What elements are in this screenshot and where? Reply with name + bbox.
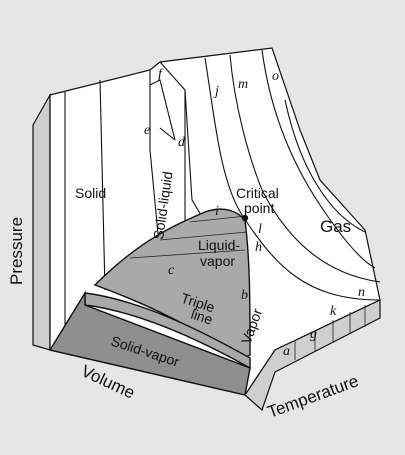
temperature-axis-label: Temperature bbox=[265, 371, 361, 421]
tie-line-1 bbox=[129, 249, 246, 259]
point-c: c bbox=[168, 263, 175, 278]
point-a: a bbox=[283, 344, 290, 359]
tie-line-2 bbox=[159, 231, 248, 241]
solid-vapor-region bbox=[48, 290, 251, 396]
solid-liquid-left bbox=[149, 70, 161, 256]
pressure-wall bbox=[32, 92, 51, 351]
tie-line-3 bbox=[189, 215, 247, 223]
liquid-vapor-label-1: Liquid- bbox=[198, 237, 240, 253]
point-h: h bbox=[255, 240, 262, 255]
point-g: g bbox=[310, 327, 317, 342]
point-f: f bbox=[158, 67, 164, 82]
isotherm-o bbox=[261, 49, 376, 269]
point-j: j bbox=[213, 84, 219, 99]
point-m: m bbox=[238, 77, 248, 92]
point-d: d bbox=[178, 135, 186, 150]
isotherm-e-d bbox=[159, 127, 176, 141]
point-l: l bbox=[258, 222, 262, 237]
isotherm-j bbox=[204, 57, 381, 301]
point-e: e bbox=[144, 123, 150, 138]
critical-point-marker bbox=[241, 214, 249, 222]
pressure-axis-label: Pressure bbox=[7, 217, 26, 285]
isotherm-n bbox=[284, 99, 366, 233]
point-b: b bbox=[241, 288, 248, 303]
point-n: n bbox=[358, 285, 365, 300]
point-k: k bbox=[330, 304, 337, 319]
point-i: i bbox=[215, 204, 219, 219]
gas-label: Gas bbox=[320, 217, 351, 236]
solid-label: Solid bbox=[75, 185, 106, 201]
point-o: o bbox=[272, 69, 279, 84]
solid-ridge-3 bbox=[99, 79, 106, 291]
isotherm-m bbox=[229, 54, 381, 283]
liquid-vapor-label-2: vapor bbox=[200, 253, 235, 269]
temperature-wall bbox=[244, 299, 381, 412]
triple-line-label-2: line bbox=[189, 306, 215, 328]
isotherm-f bbox=[149, 79, 176, 141]
critical-point-label-1: Critical bbox=[236, 185, 279, 201]
critical-point-label-2: point bbox=[244, 200, 274, 216]
